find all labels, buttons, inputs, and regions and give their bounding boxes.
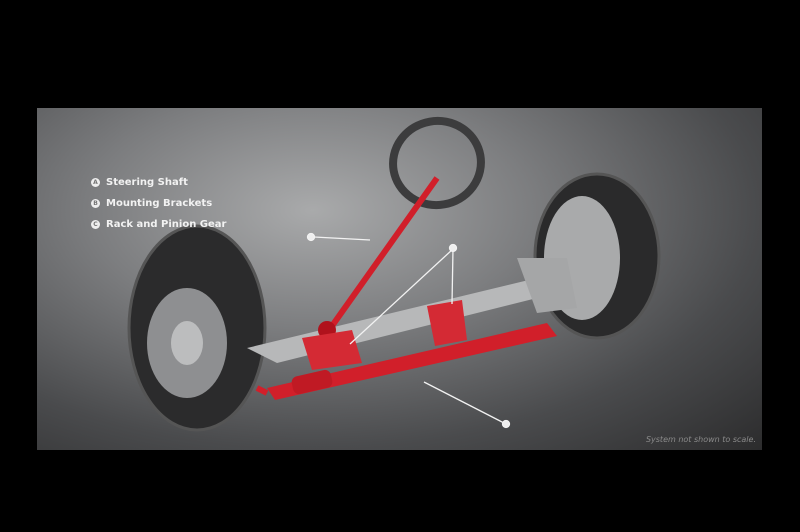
legend-marker: B	[91, 199, 100, 208]
diagram-panel: A Steering Shaft B Mounting Brackets C R…	[37, 108, 762, 450]
mounting-bracket-left	[302, 330, 362, 370]
legend-label: Mounting Brackets	[106, 198, 213, 209]
left-wheel	[127, 224, 267, 432]
steering-shaft	[324, 176, 440, 335]
legend-marker: A	[91, 178, 100, 187]
rack-and-pinion	[267, 323, 557, 400]
legend-item-rack-and-pinion: C Rack and Pinion Gear	[91, 214, 226, 235]
steering-wheel	[389, 116, 485, 210]
legend-label: Rack and Pinion Gear	[106, 219, 227, 230]
legend-marker: C	[91, 220, 100, 229]
legend-item-steering-shaft: A Steering Shaft	[91, 172, 226, 193]
right-wheel	[533, 172, 661, 340]
legend-label: Steering Shaft	[106, 177, 188, 188]
legend: A Steering Shaft B Mounting Brackets C R…	[91, 172, 226, 235]
legend-item-mounting-brackets: B Mounting Brackets	[91, 193, 226, 214]
axle-frame	[247, 278, 557, 363]
steering-system-illustration	[127, 116, 661, 432]
mounting-bracket-right	[427, 300, 467, 346]
scale-caption: System not shown to scale.	[645, 435, 756, 444]
